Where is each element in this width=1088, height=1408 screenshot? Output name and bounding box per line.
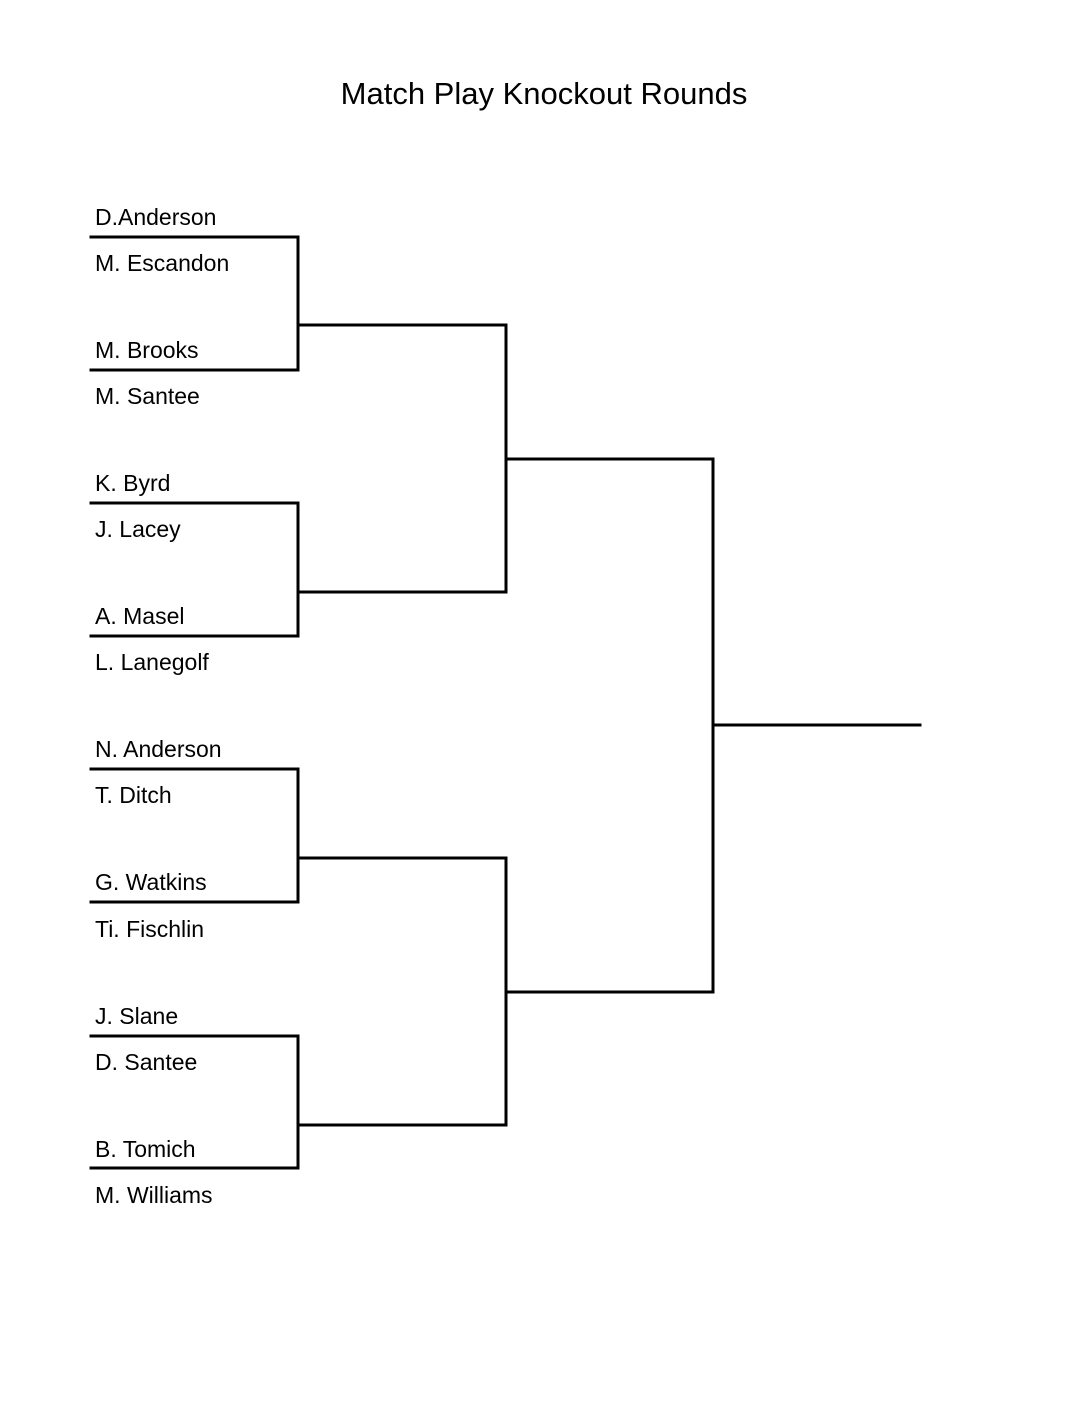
player-11: G. Watkins xyxy=(95,869,207,895)
player-7: A. Masel xyxy=(95,603,185,629)
player-6: J. Lacey xyxy=(95,516,181,542)
round3-bracket xyxy=(505,457,715,994)
player-3: M. Brooks xyxy=(95,337,199,363)
player-9: N. Anderson xyxy=(95,736,222,762)
player-16: M. Williams xyxy=(95,1182,213,1208)
player-14: D. Santee xyxy=(95,1049,198,1075)
round1-bracket-1 xyxy=(89,235,300,372)
player-15: B. Tomich xyxy=(95,1136,196,1162)
player-2: M. Escandon xyxy=(95,250,230,276)
player-12: Ti. Fischlin xyxy=(95,916,205,942)
player-5: K. Byrd xyxy=(95,470,171,496)
player-10: T. Ditch xyxy=(95,782,172,808)
bracket-title: Match Play Knockout Rounds xyxy=(340,76,748,111)
round1-bracket-3 xyxy=(89,767,300,904)
round2-bracket-1 xyxy=(297,323,508,594)
round2-bracket-2 xyxy=(297,856,508,1127)
player-1: D.Anderson xyxy=(95,204,217,230)
player-8: L. Lanegolf xyxy=(95,649,209,675)
player-4: M. Santee xyxy=(95,383,200,409)
player-13: J. Slane xyxy=(95,1003,179,1029)
round1-bracket-4 xyxy=(89,1034,300,1170)
round1-bracket-2 xyxy=(89,501,300,638)
